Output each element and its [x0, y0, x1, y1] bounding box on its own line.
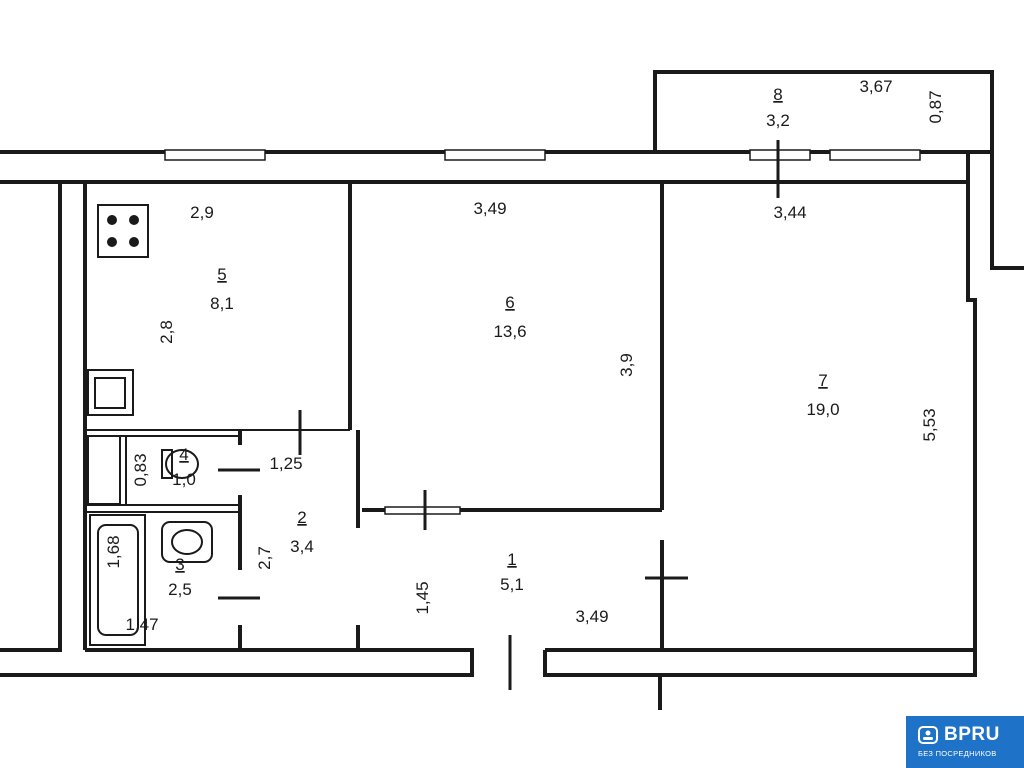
dimension-labels: 2,9 2,8 3,49 3,9 3,44 5,53 3,67 0,87 0,8…	[104, 77, 945, 634]
stove-icon	[97, 204, 149, 258]
room-7-number: 7	[818, 371, 827, 390]
room-4-number: 4	[179, 445, 188, 464]
dim-hall1-length: 3,49	[575, 607, 608, 626]
dim-hall1-width: 1,45	[413, 581, 432, 614]
dim-kitchen-width: 2,9	[190, 203, 214, 222]
toilet-icon	[161, 449, 199, 479]
dim-balcony-depth: 0,87	[926, 90, 945, 123]
room-labels: 1 5,1 2 3,4 3 2,5 4 1,0 5 8,1 6 13,6 7 1…	[168, 85, 839, 599]
room-1-area: 5,1	[500, 575, 524, 594]
dim-hall2-length: 2,7	[255, 546, 274, 570]
dim-balcony-width: 3,67	[859, 77, 892, 96]
room-4-area: 1,0	[172, 470, 196, 489]
dim-toilet-width: 0,83	[131, 453, 150, 486]
room-6-area: 13,6	[493, 322, 526, 341]
windows	[164, 149, 921, 515]
dim-bath-length: 1,68	[104, 535, 123, 568]
room-8-area: 3,2	[766, 111, 790, 130]
dim-kitchen-length: 2,8	[157, 320, 176, 344]
badge-top: BPRU	[918, 724, 1024, 746]
bathtub-icon	[89, 514, 146, 646]
room-8-number: 8	[773, 85, 782, 104]
room-3-area: 2,5	[168, 580, 192, 599]
dim-corridor-width: 1,25	[269, 454, 302, 473]
room-5-area: 8,1	[210, 294, 234, 313]
house-icon	[918, 726, 938, 744]
room-5-number: 5	[217, 265, 226, 284]
walls	[0, 70, 1024, 710]
badge-logo: BPRU	[944, 724, 1000, 745]
room-2-area: 3,4	[290, 537, 314, 556]
badge-subtitle: БЕЗ ПОСРЕДНИКОВ	[918, 749, 997, 758]
sink-icon	[87, 369, 134, 416]
room-6-number: 6	[505, 293, 514, 312]
room-3-number: 3	[175, 555, 184, 574]
door-markers	[218, 140, 780, 690]
room-2-number: 2	[297, 508, 306, 527]
room-1-number: 1	[507, 550, 516, 569]
washbasin-icon	[161, 521, 213, 563]
bpru-badge: BPRU БЕЗ ПОСРЕДНИКОВ	[906, 716, 1024, 768]
dim-bath-width: 1,47	[125, 615, 158, 634]
dim-room7-width: 3,44	[773, 203, 806, 222]
room-7-area: 19,0	[806, 400, 839, 419]
dim-room6-length: 3,9	[617, 353, 636, 377]
dim-room7-length: 5,53	[920, 408, 939, 441]
dim-room6-width: 3,49	[473, 199, 506, 218]
